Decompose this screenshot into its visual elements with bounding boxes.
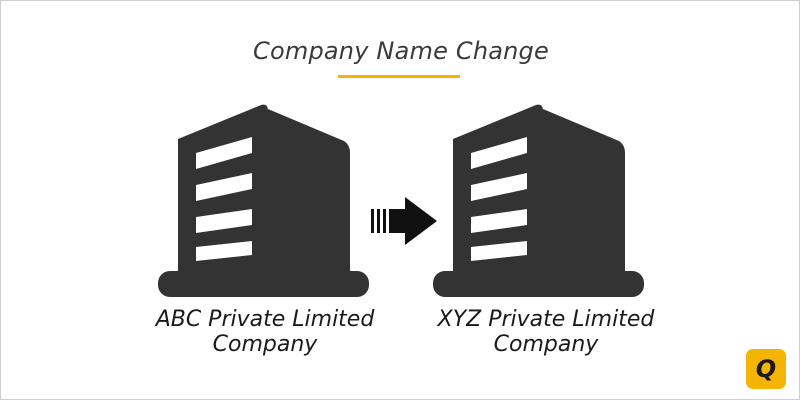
old-company-name: ABC Private Limited Company: [135, 307, 395, 357]
old-company-name-line2: Company: [212, 332, 318, 357]
diagram-title: Company Name Change: [253, 37, 549, 65]
title-underline: [338, 75, 460, 78]
new-company-building-icon: [431, 101, 646, 301]
old-company-name-line1: ABC Private Limited: [155, 307, 375, 332]
brand-logo-letter: Q: [755, 355, 777, 383]
brand-logo: Q: [746, 349, 786, 389]
new-company-name: XYZ Private Limited Company: [416, 307, 676, 357]
old-company-building-icon: [156, 101, 371, 301]
new-company-name-line2: Company: [493, 332, 599, 357]
new-company-name-line1: XYZ Private Limited: [437, 307, 655, 332]
right-arrow-icon: [369, 195, 439, 247]
